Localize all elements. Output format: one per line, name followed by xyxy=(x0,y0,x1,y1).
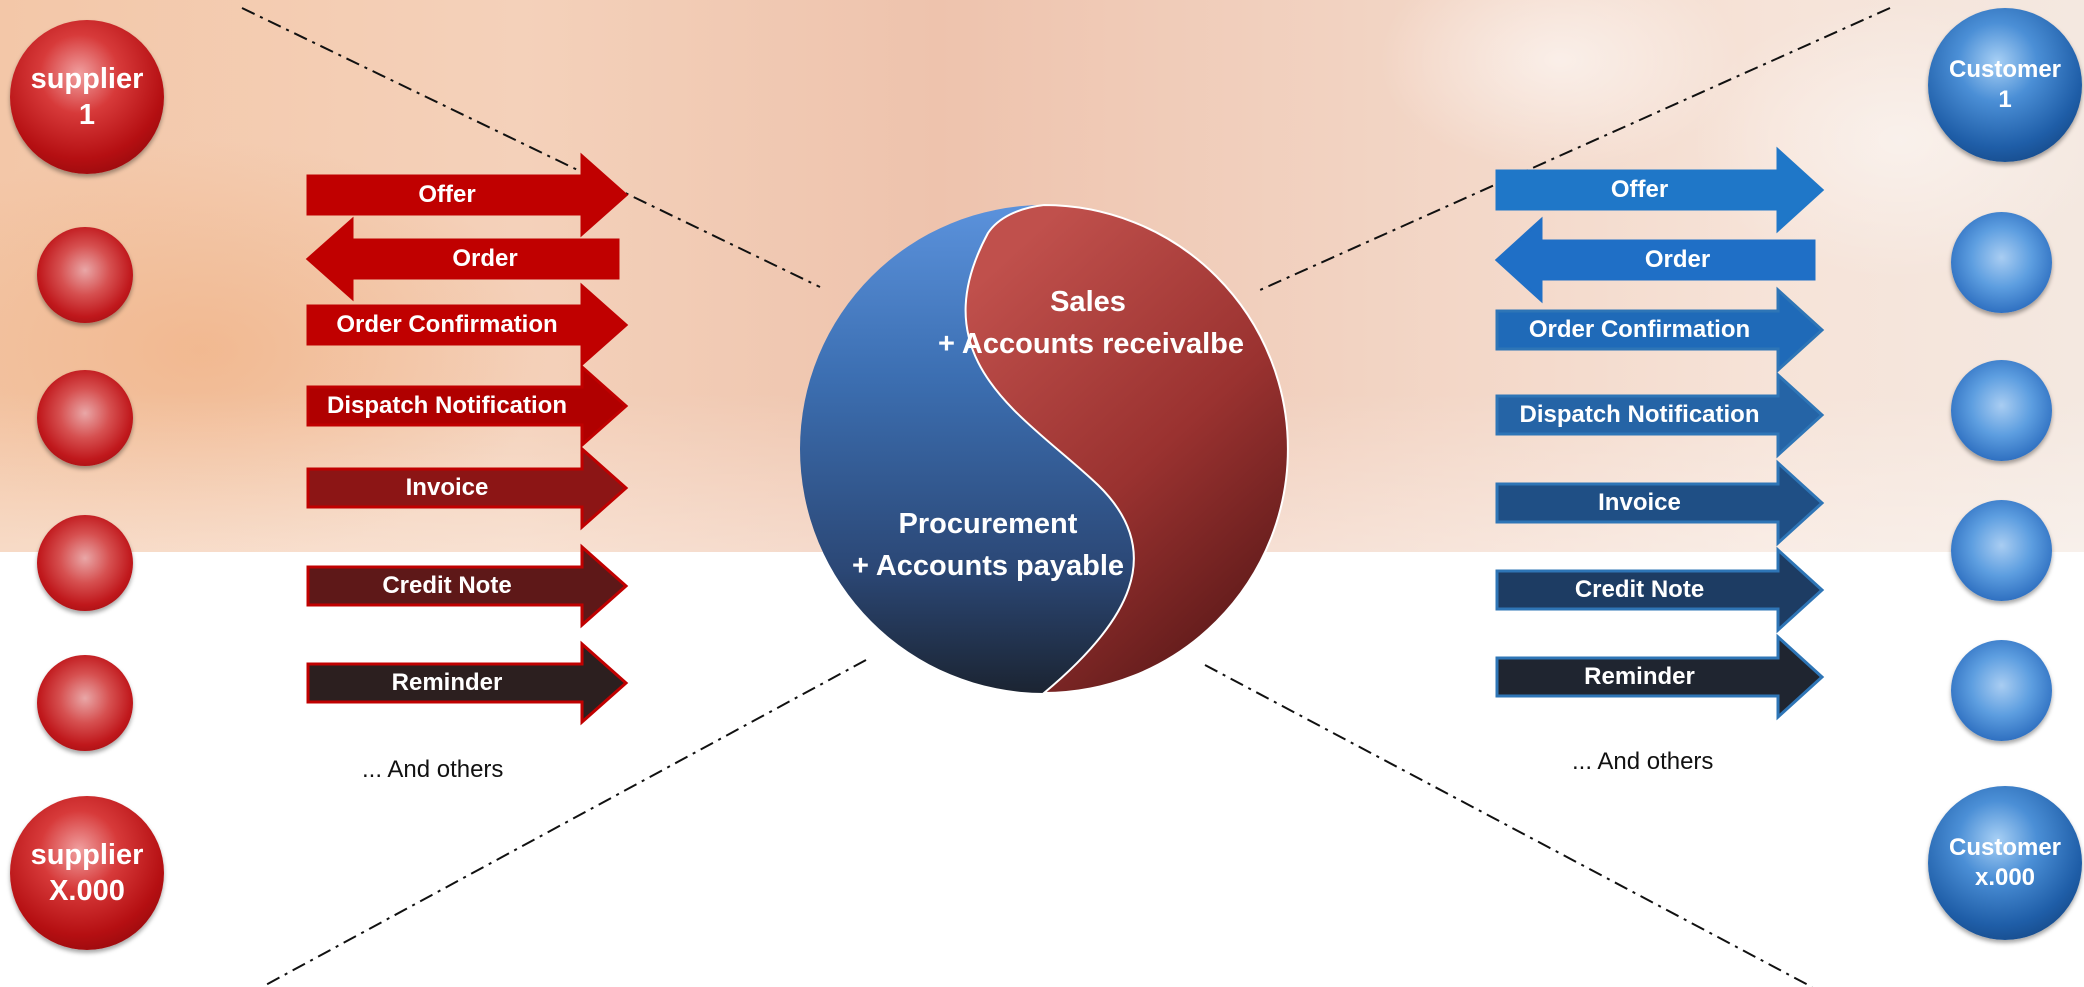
procurement-subtitle: + Accounts payable xyxy=(851,550,1125,583)
supplier-arrow-dispatch-notification[interactable]: Dispatch Notification xyxy=(306,363,629,449)
arrow-label: Reminder xyxy=(1584,663,1695,690)
arrow-label: Credit Note xyxy=(1574,576,1705,603)
connector-line-bottom-right xyxy=(1204,664,1813,987)
arrow-label: Dispatch Notification xyxy=(326,392,567,419)
arrow-label: Invoice xyxy=(405,474,489,501)
arrow-right-icon xyxy=(306,363,629,449)
arrow-shape xyxy=(306,445,629,531)
supplier-first-sphere[interactable]: supplier 1 xyxy=(10,20,164,174)
arrow-right-icon xyxy=(1495,286,1825,374)
customer-sphere[interactable] xyxy=(1951,500,2052,601)
arrow-right-icon xyxy=(1495,546,1825,634)
arrow-shape xyxy=(1495,286,1825,374)
arrow-right-icon xyxy=(306,543,629,629)
sales-label: Sales + Accounts receivalbe xyxy=(938,281,1244,365)
customer-sphere[interactable] xyxy=(1951,212,2052,313)
arrow-shape xyxy=(306,640,629,726)
arrow-shape xyxy=(1495,371,1825,459)
customer-first-line2: 1 xyxy=(1998,86,2012,113)
supplier-last-sphere[interactable]: supplier X.000 xyxy=(10,796,164,950)
supplier-first-line1: supplier xyxy=(30,62,144,95)
supplier-arrow-credit-note[interactable]: Credit Note xyxy=(306,543,629,629)
arrow-right-icon xyxy=(1495,633,1825,721)
supplier-sphere[interactable] xyxy=(37,655,133,751)
customer-last-line1: Customer xyxy=(1948,834,2062,861)
connector-line-bottom-left xyxy=(261,659,867,987)
customer-arrow-order[interactable]: Order xyxy=(1494,216,1822,304)
arrow-left-icon xyxy=(1494,216,1816,304)
left-others-text: ... And others xyxy=(362,756,504,783)
customer-last-sphere[interactable]: Customer x.000 xyxy=(1928,786,2082,940)
arrow-shape xyxy=(1495,146,1825,234)
procurement-label: Procurement + Accounts payable xyxy=(838,503,1138,587)
supplier-first-line2: 1 xyxy=(78,99,96,131)
sales-title: Sales xyxy=(1050,286,1126,318)
supplier-arrow-reminder[interactable]: Reminder xyxy=(306,640,629,726)
procurement-title: Procurement xyxy=(898,508,1078,540)
arrow-right-icon xyxy=(1495,146,1825,234)
supplier-arrow-order-confirmation[interactable]: Order Confirmation xyxy=(306,282,629,368)
arrow-shape xyxy=(1494,216,1816,304)
arrow-right-icon xyxy=(306,282,629,368)
customer-sphere[interactable] xyxy=(1951,640,2052,741)
arrow-shape xyxy=(306,152,629,238)
arrow-right-icon xyxy=(306,445,629,531)
arrow-right-icon xyxy=(306,640,629,726)
customer-arrow-dispatch-notification[interactable]: Dispatch Notification xyxy=(1495,371,1825,459)
arrow-shape xyxy=(305,216,620,302)
arrow-label: Order xyxy=(452,245,518,272)
central-yin-yang: Sales + Accounts receivalbe Procurement … xyxy=(798,203,1290,695)
arrow-shape xyxy=(306,282,629,368)
customer-arrow-reminder[interactable]: Reminder xyxy=(1495,633,1825,721)
supplier-arrow-order[interactable]: Order xyxy=(305,216,626,302)
customer-arrow-credit-note[interactable]: Credit Note xyxy=(1495,546,1825,634)
supplier-sphere[interactable] xyxy=(37,227,133,323)
arrow-shape xyxy=(306,363,629,449)
customer-first-sphere[interactable]: Customer 1 xyxy=(1928,8,2082,162)
arrow-label: Credit Note xyxy=(382,572,512,599)
customer-arrow-offer[interactable]: Offer xyxy=(1495,146,1825,234)
arrow-shape xyxy=(1495,546,1825,634)
arrow-label: Dispatch Notification xyxy=(1519,401,1760,428)
customer-last-line2: x.000 xyxy=(1974,864,2036,891)
connector-line-top-left xyxy=(241,7,821,288)
customer-arrow-order-confirmation[interactable]: Order Confirmation xyxy=(1495,286,1825,374)
supplier-last-line2: X.000 xyxy=(49,875,125,907)
sales-subtitle: + Accounts receivalbe xyxy=(938,328,1244,361)
arrow-right-icon xyxy=(1495,371,1825,459)
arrow-label: Order Confirmation xyxy=(1528,316,1751,343)
supplier-arrow-offer[interactable]: Offer xyxy=(306,152,629,238)
arrow-label: Offer xyxy=(418,181,476,208)
customer-first-line1: Customer xyxy=(1948,56,2062,83)
arrow-label: Reminder xyxy=(391,669,503,696)
arrow-shape xyxy=(306,543,629,629)
arrow-shape xyxy=(1495,633,1825,721)
arrow-label: Offer xyxy=(1610,176,1669,203)
supplier-sphere[interactable] xyxy=(37,515,133,611)
right-others-text: ... And others xyxy=(1572,748,1714,775)
customer-sphere[interactable] xyxy=(1951,360,2052,461)
arrow-right-icon xyxy=(1495,459,1825,547)
arrow-label: Order Confirmation xyxy=(336,311,558,338)
supplier-sphere[interactable] xyxy=(37,370,133,466)
supplier-last-line1: supplier xyxy=(30,838,144,871)
supplier-arrow-invoice[interactable]: Invoice xyxy=(306,445,629,531)
arrow-shape xyxy=(1495,459,1825,547)
yin-yang-red-half xyxy=(964,203,1289,695)
customer-arrow-invoice[interactable]: Invoice xyxy=(1495,459,1825,547)
arrow-right-icon xyxy=(306,152,629,238)
arrow-left-icon xyxy=(305,216,620,302)
arrow-label: Invoice xyxy=(1598,489,1681,516)
arrow-label: Order xyxy=(1644,246,1711,273)
